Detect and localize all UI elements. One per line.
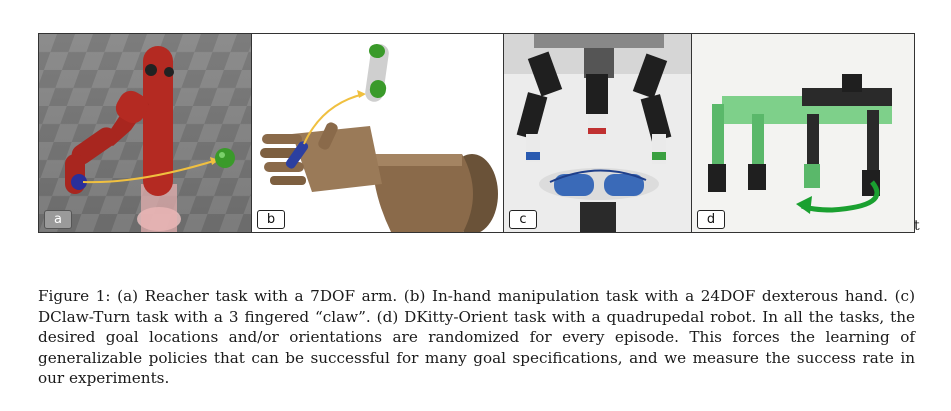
- dkitty-scene: [692, 34, 914, 232]
- panel-c-dclaw: c: [504, 34, 692, 232]
- figure-panels: a b: [38, 33, 915, 233]
- panel-label: a: [44, 210, 72, 229]
- panel-d-dkitty: d: [692, 34, 914, 232]
- panel-label: c: [509, 210, 537, 229]
- panel-a-reacher: a: [39, 34, 252, 232]
- stray-character: t: [914, 218, 920, 234]
- figure-caption: Figure 1: (a) Reacher task with a 7DOF a…: [38, 287, 915, 387]
- panel-label: b: [257, 210, 285, 229]
- panel-b-hand: b: [252, 34, 504, 232]
- hand-scene: [252, 34, 503, 232]
- dclaw-scene: [504, 34, 691, 232]
- panel-label: d: [697, 210, 725, 229]
- reacher-scene: [39, 34, 251, 232]
